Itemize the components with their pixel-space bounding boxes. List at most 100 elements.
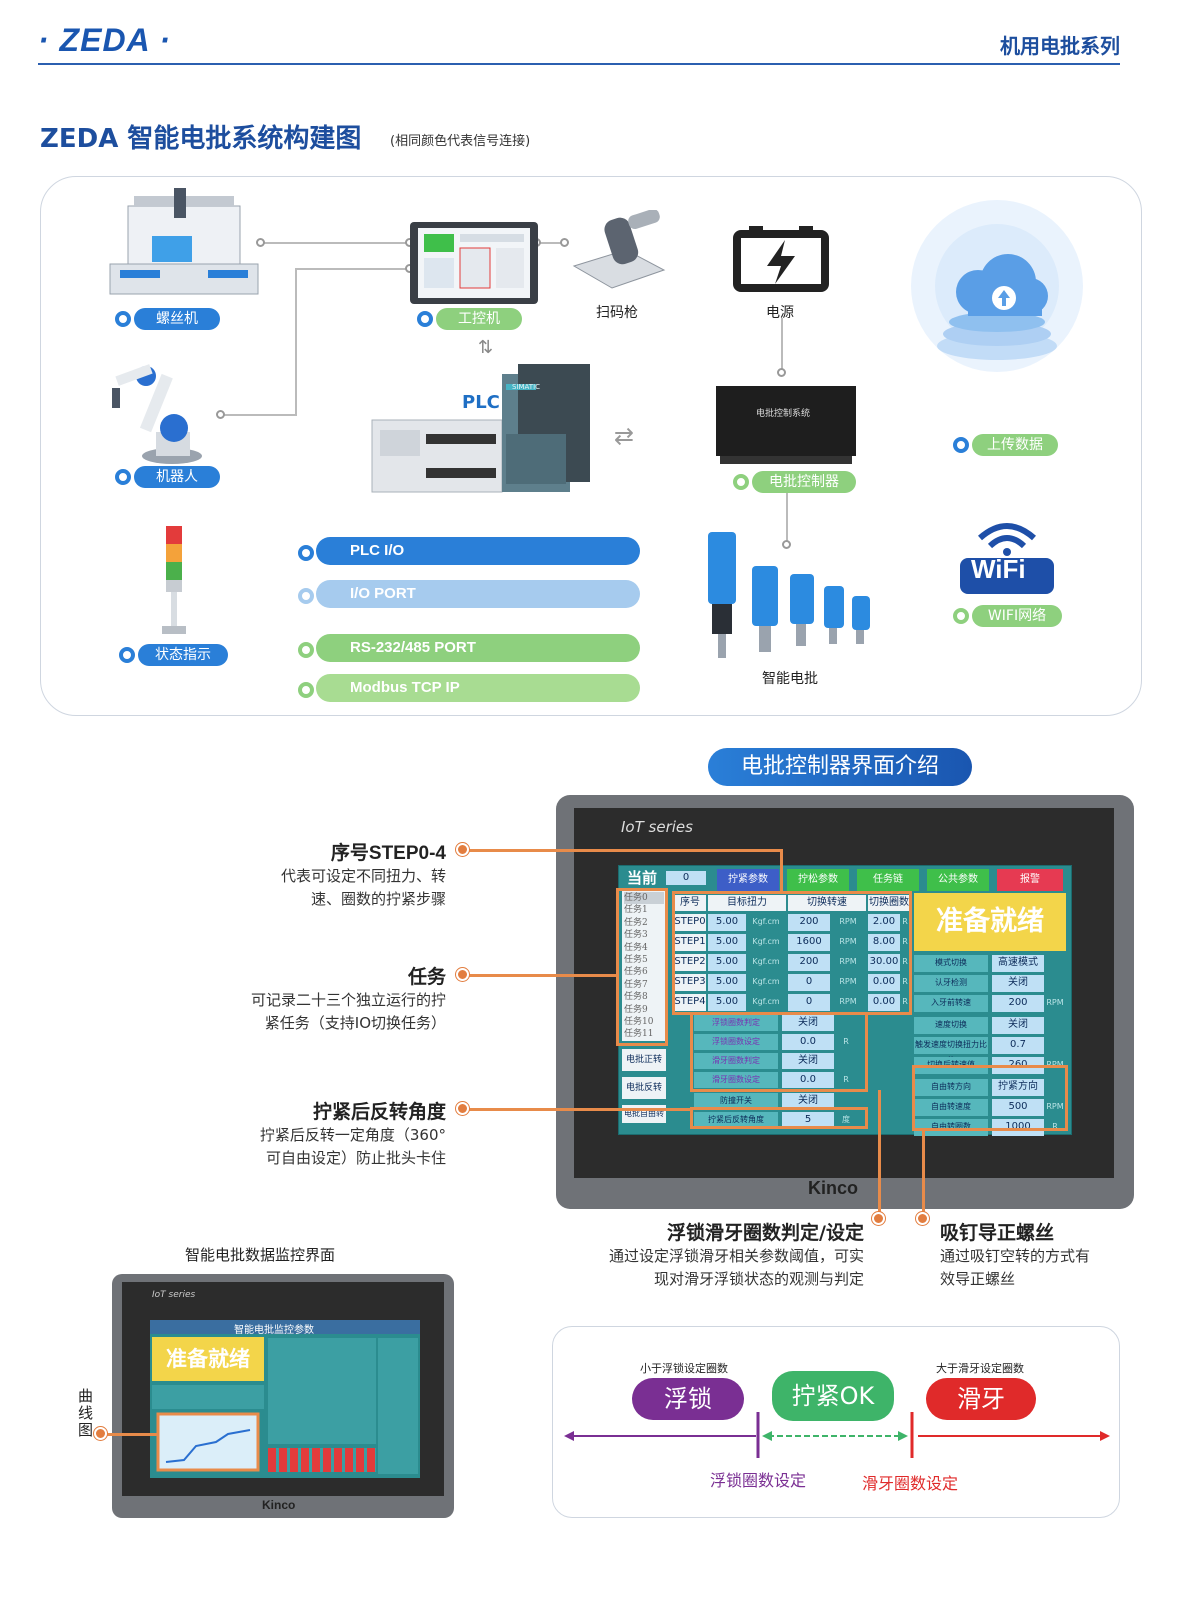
- controller-box-text: 电批控制系统: [756, 409, 811, 419]
- current-value[interactable]: 0: [666, 871, 706, 885]
- tab-loosen-params[interactable]: 拧松参数: [787, 869, 849, 891]
- robot-arm-icon: [112, 364, 202, 464]
- current-label: 当前: [626, 869, 657, 887]
- task-item[interactable]: 任务1: [624, 905, 648, 916]
- annotation-task-title: 任务: [407, 966, 446, 988]
- step-torque[interactable]: 5.00: [708, 914, 746, 931]
- task-item[interactable]: 任务11: [624, 1029, 654, 1040]
- param-value[interactable]: 0.7: [992, 1037, 1044, 1054]
- param-value[interactable]: 1000: [992, 1119, 1044, 1136]
- task-item[interactable]: 任务7: [624, 979, 648, 990]
- task-list[interactable]: [622, 891, 666, 1041]
- button-forward[interactable]: 电批正转: [622, 1049, 666, 1071]
- task-item[interactable]: 任务8: [624, 992, 648, 1003]
- task-item[interactable]: 任务5: [624, 955, 648, 966]
- param-label: 触发速度切换扭力比值: [914, 1037, 988, 1065]
- status-light-tower-icon: [162, 526, 186, 634]
- param-value[interactable]: 0.0: [782, 1034, 834, 1050]
- task-item[interactable]: 任务0: [624, 892, 664, 905]
- param-label: 浮锁圈数判定: [694, 1015, 778, 1031]
- param-unit: 度: [842, 1115, 850, 1124]
- step-speed[interactable]: 200: [788, 954, 830, 971]
- screw-machine-icon: [109, 188, 259, 295]
- param-value[interactable]: 关闭: [782, 1015, 834, 1031]
- bullet-dot: [115, 311, 131, 327]
- task-item[interactable]: 任务9: [624, 1004, 648, 1015]
- task-item[interactable]: 任务10: [624, 1017, 654, 1028]
- highlight-steps: [672, 891, 912, 1015]
- step-name: STEP1: [674, 934, 706, 951]
- bidirectional-arrow-icon: ⇅: [478, 337, 494, 358]
- table-header: 序号: [674, 895, 706, 911]
- step-turns[interactable]: 8.00: [868, 934, 900, 951]
- param-value[interactable]: 高速模式: [992, 955, 1044, 972]
- step-turns[interactable]: 2.00: [868, 914, 900, 931]
- monitor-param-area: [268, 1338, 376, 1444]
- step-speed[interactable]: 0: [788, 994, 830, 1011]
- param-unit: [1044, 975, 1066, 992]
- step-turns-unit: R: [902, 957, 908, 966]
- bullet-dot: [119, 647, 135, 663]
- param-label: 自由转方向: [914, 1079, 988, 1096]
- pointer-dot: [872, 1212, 885, 1225]
- step-speed-unit: RPM: [839, 997, 857, 1006]
- param-label: 模式切换: [914, 955, 988, 972]
- tab-task-chain[interactable]: 任务链: [857, 869, 919, 891]
- param-value[interactable]: 拧紧方向: [992, 1079, 1044, 1096]
- param-label: 自由转速度: [914, 1099, 988, 1116]
- plc-hardware-icon: [371, 364, 590, 493]
- label-wifi: WIFI网络: [972, 605, 1062, 627]
- param-value[interactable]: 关闭: [992, 1017, 1044, 1034]
- annotation-float-slip-text: 通过设定浮锁滑牙相关参数阈值，可实现对滑牙浮锁状态的观测与判定: [608, 1247, 864, 1288]
- step-turns[interactable]: 0.00: [868, 974, 900, 991]
- monitor-status-ready: 准备就绪: [152, 1337, 264, 1381]
- step-speed[interactable]: 200: [788, 914, 830, 931]
- connector-dot: [560, 238, 569, 247]
- task-item[interactable]: 任务3: [624, 930, 648, 941]
- line-power-controller: [781, 318, 783, 373]
- bullet-dot: [953, 608, 969, 624]
- barcode-scanner-icon: [572, 210, 666, 289]
- step-speed[interactable]: 0: [788, 974, 830, 991]
- wifi-icon: [960, 523, 1054, 594]
- highlight-reverse-angle: [690, 1107, 868, 1129]
- tab-alarm[interactable]: 报警: [997, 869, 1063, 891]
- param-value[interactable]: 500: [992, 1099, 1044, 1116]
- monitor-title: 智能电批数据监控界面: [185, 1246, 336, 1264]
- monitor-header-bar: [150, 1320, 420, 1334]
- task-item[interactable]: 任务6: [624, 967, 648, 978]
- task-item[interactable]: 任务2: [624, 917, 648, 928]
- step-turns[interactable]: 0.00: [868, 994, 900, 1011]
- annotation-task-text: 可记录二十三个独立运行的拧紧任务（支持IO切换任务）: [250, 991, 446, 1032]
- line-screw-ipc: [262, 242, 412, 244]
- step-speed[interactable]: 1600: [788, 934, 830, 951]
- bus-io-port: I/O PORT: [316, 580, 640, 608]
- task-item[interactable]: 任务4: [624, 942, 648, 953]
- tab-common-params[interactable]: 公共参数: [927, 869, 989, 891]
- param-row: 模式切换高速模式: [914, 955, 1066, 972]
- connector-dot: [777, 368, 786, 377]
- tab-tighten-params[interactable]: 拧紧参数: [717, 869, 779, 891]
- pointer-line: [464, 849, 782, 852]
- step-torque[interactable]: 5.00: [708, 934, 746, 951]
- highlight-free-run: [912, 1065, 1068, 1131]
- param-value[interactable]: 0.0: [782, 1072, 834, 1088]
- step-torque-unit: Kgf.cm: [752, 977, 780, 986]
- step-turns[interactable]: 30.00: [868, 954, 900, 971]
- param-value[interactable]: 200: [992, 995, 1044, 1012]
- param-value[interactable]: 5: [782, 1112, 834, 1128]
- param-unit: RPM: [1046, 1102, 1064, 1111]
- step-torque[interactable]: 5.00: [708, 994, 746, 1011]
- label-plc: PLC: [462, 392, 500, 413]
- param-value[interactable]: 关闭: [782, 1093, 834, 1109]
- monitor-indicator-leds: [268, 1448, 376, 1472]
- step-torque[interactable]: 5.00: [708, 974, 746, 991]
- button-reverse[interactable]: 电批反转: [622, 1077, 666, 1099]
- pointer-dot: [456, 843, 469, 856]
- annotation-step-text: 代表可设定不同扭力、转速、圈数的拧紧步骤: [280, 867, 446, 908]
- step-torque[interactable]: 5.00: [708, 954, 746, 971]
- param-value[interactable]: 关闭: [782, 1053, 834, 1069]
- label-ipc: 工控机: [436, 308, 522, 330]
- param-value[interactable]: 关闭: [992, 975, 1044, 992]
